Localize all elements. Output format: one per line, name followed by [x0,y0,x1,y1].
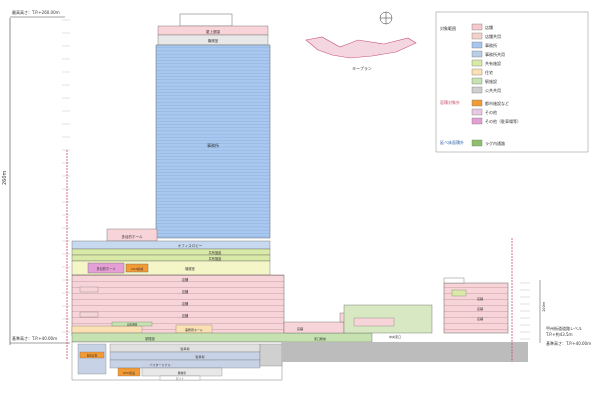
b-store-row [259,343,283,367]
floor-level-ticks [62,19,70,333]
station-plaza-block [79,351,105,359]
top-elevation-label: 最高高さ：T.P.+260.00ｍ [12,9,60,15]
legend-swatch-s2-2 [471,117,483,125]
right-note-2: T.P.+約43.5ｍ [545,331,573,337]
legend-section2-title: 容積対象外 [440,99,460,105]
common-band-1 [71,248,271,256]
podium-marker-2 [79,311,99,318]
b2-parking-label: 駐車場 [195,354,204,359]
legend-swatch-2 [471,41,483,49]
co2-block-label: CO2削減 [131,266,143,271]
right-base-label: 基準高さ：T.P.+40.00ｍ [546,340,591,346]
ground-store [71,325,143,334]
passage-label: 自由通路 [127,322,138,326]
right-store-labels: 店舗 店舗 店舗 [477,296,483,321]
hall-upper-label: 多目的ホール [122,234,143,239]
legend-swatch-s3-0 [471,139,483,147]
office-label: 事務所 [207,142,219,148]
svg-text:店舗: 店舗 [477,306,483,311]
height-label: 260m [2,170,8,185]
legend-swatch-0 [471,23,483,31]
legend-label-s2-1: その他 [485,109,497,115]
station-plaza-label: 駅前広場 [87,354,98,358]
key-plan-label: キープラン [352,65,372,71]
deck-store [353,317,395,327]
office-tower [155,44,271,239]
pit-block [159,375,201,381]
b3-bus [109,359,261,369]
mechanical-2-label: 機械室 [185,266,195,271]
compass [379,11,393,25]
common-band-2-label: 共有施設 [209,256,223,261]
legend-label-2: 事務所 [485,42,497,48]
base-elevation-label: 基準高さ：T.P.+40.00ｍ [12,335,57,341]
legend-label-s2-2: その他（駐車場等） [485,118,521,124]
legend-label-3: 事務所共用 [485,51,505,57]
svg-text:店舗: 店舗 [182,313,189,318]
svg-text:店舗: 店舗 [182,277,189,282]
passage-block [111,321,153,327]
legend-title: 対象範囲 [440,25,456,31]
legend-swatch-s2-0 [471,99,483,107]
legend-swatch-7 [471,86,483,94]
legend-swatch-1 [471,32,483,40]
dhc-block [117,367,141,377]
legend-label-7: 公共共用 [485,87,501,93]
legend-swatch-s2-1 [471,108,483,116]
right-height-label: 100ｍ [542,301,546,312]
legend-swatch-3 [471,50,483,58]
legend-section3-title: 延べ床面積外 [440,139,464,145]
bus-label: バスターミナル [149,362,170,367]
b2-parking [109,351,261,361]
legend-swatch-6 [471,77,483,85]
legend-label-s2-0: 都市施設など [485,100,509,106]
right-common [451,289,467,297]
rooftop-garden-label: 屋上庭園 [206,29,220,34]
south-deck-label: 中央東口 [389,334,401,339]
east-station-label: 東口駅前 [314,336,326,341]
svg-text:店舗: 店舗 [182,289,189,294]
legend-swatch-5 [471,68,483,76]
common-band-2 [71,254,271,262]
left-basement-blocks [77,343,107,375]
b-machine-label: 機械室 [178,371,187,375]
right-rooftop [443,277,465,284]
svg-text:店舗: 店舗 [477,296,483,301]
right-note-1: 甲州街道道路レベル [546,325,582,331]
legend-swatch-4 [471,59,483,67]
pit-label: ピット [176,377,184,381]
key-plan-shape [305,36,417,59]
svg-text:店舗: 店舗 [182,301,189,306]
legend-box [435,11,589,153]
b1-parking-label: 駐車場 [180,346,189,351]
legend-label-6: 駅施設 [485,78,497,84]
common-band-1-label: 共有施設 [209,250,223,255]
office-lobby-label: オフィスロビー [178,243,203,248]
rooftop-block [179,13,233,27]
legend-label-0: 店舗 [485,24,493,30]
legend-label-s3-0: ラグ内通路 [485,140,505,146]
co2-block [125,263,149,273]
legend-label-5: 住宅 [485,69,493,75]
legend-label-1: 店舗共用 [485,33,501,39]
legend-label-4: 共有施設 [485,60,501,66]
podium-marker-1 [79,286,99,293]
office-hall-label: 事務所ホール [185,327,203,332]
station-label: 駅施設 [145,336,155,341]
machine-room-top-label: 機械室 [208,38,219,43]
earth-band [282,342,528,362]
hall-block-2-label: 多目的ホール [96,266,116,271]
office-lobby [71,240,271,250]
hall-block-2 [87,262,125,274]
dhc-label: DHC施設 [123,371,135,375]
right-floor-ticks [520,282,530,340]
svg-text:店舗: 店舗 [477,316,483,321]
station-level [71,332,373,343]
mid-store-block [283,321,345,334]
mid-store-label: 店舗 [297,326,303,331]
